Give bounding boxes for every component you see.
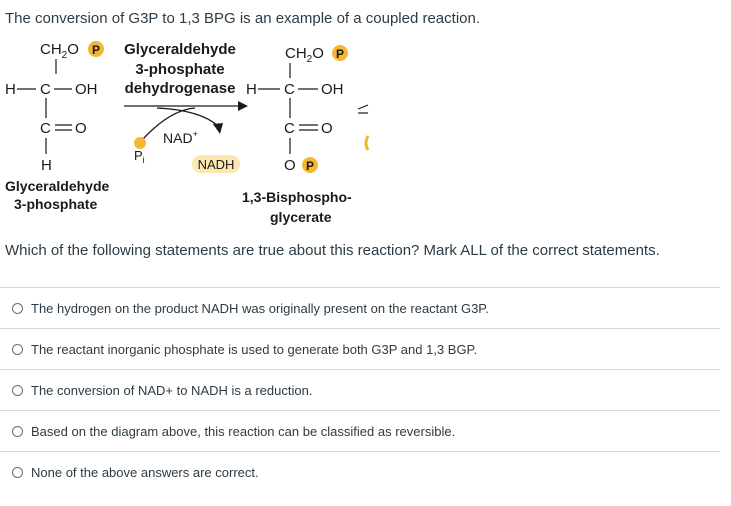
- product-h-left: H: [246, 81, 257, 98]
- reactant-h-bottom: H: [41, 157, 52, 174]
- product-name-line2: glycerate: [270, 209, 332, 225]
- checkbox[interactable]: [12, 385, 23, 396]
- reactant-ch2o: CH2O: [40, 41, 79, 61]
- checkbox[interactable]: [12, 344, 23, 355]
- answer-option[interactable]: The conversion of NAD+ to NADH is a redu…: [0, 369, 720, 410]
- product-o-ester: O: [284, 157, 296, 174]
- product-name-line1: 1,3-Bisphospho-: [242, 189, 352, 205]
- answer-label[interactable]: None of the above answers are correct.: [31, 465, 259, 480]
- enzyme-label: Glyceraldehyde 3-phosphate dehydrogenase: [124, 41, 236, 97]
- reactant-phosphate-label: P: [92, 43, 100, 57]
- reactant-oh: OH: [75, 81, 98, 98]
- reactant-structure: CH2O P H C OH C O H Glyceraldehyde 3-pho…: [5, 41, 109, 212]
- product-phosphate-top-label: P: [336, 47, 344, 61]
- product-ch2o: CH2O: [285, 45, 324, 65]
- nadh-label: NADH: [198, 157, 235, 172]
- product-phosphate-top: [332, 45, 348, 61]
- answer-label[interactable]: The reactant inorganic phosphate is used…: [31, 342, 478, 357]
- nadh-pill: [192, 155, 240, 173]
- reaction-diagram: CH2O P H C OH C O H Glyceraldehyde 3-pho…: [5, 41, 370, 225]
- product-oh: OH: [321, 81, 344, 98]
- answer-list: The hydrogen on the product NADH was ori…: [0, 287, 720, 492]
- enzyme-line2: 3-phosphate: [135, 61, 224, 78]
- answer-label[interactable]: The conversion of NAD+ to NADH is a redu…: [31, 383, 313, 398]
- answer-option[interactable]: Based on the diagram above, this reactio…: [0, 410, 720, 451]
- intro-text: The conversion of G3P to 1,3 BPG is an e…: [5, 10, 480, 27]
- checkbox[interactable]: [12, 467, 23, 478]
- product-phosphate-bottom-label: P: [306, 159, 314, 173]
- reactant-c-carbonyl: C: [40, 120, 51, 137]
- product-c-mid: C: [284, 81, 295, 98]
- reactant-c-mid: C: [40, 81, 51, 98]
- question-text: Which of the following statements are tr…: [5, 242, 660, 259]
- reactant-name-line1: Glyceraldehyde: [5, 178, 109, 194]
- product-c-carbonyl: C: [284, 120, 295, 137]
- answer-option[interactable]: None of the above answers are correct.: [0, 451, 720, 492]
- product-structure: CH2O P H C OH C O O P 1,3-Bisphospho- gl…: [242, 45, 352, 225]
- answer-label[interactable]: Based on the diagram above, this reactio…: [31, 424, 456, 439]
- checkbox[interactable]: [12, 303, 23, 314]
- enzyme-line1: Glyceraldehyde: [124, 41, 236, 58]
- answer-label[interactable]: The hydrogen on the product NADH was ori…: [31, 301, 489, 316]
- cropped-reverse-arrow: [357, 104, 370, 151]
- answer-option[interactable]: The hydrogen on the product NADH was ori…: [0, 287, 720, 328]
- reactant-name-line2: 3-phosphate: [14, 196, 97, 212]
- pi-label: Pi: [134, 148, 145, 165]
- enzyme-line3: dehydrogenase: [125, 80, 236, 97]
- nad-label: NAD+: [163, 129, 198, 146]
- product-o-carbonyl: O: [321, 120, 333, 137]
- checkbox[interactable]: [12, 426, 23, 437]
- reaction-arrow: [124, 101, 248, 140]
- reactant-phosphate-badge: [88, 41, 104, 57]
- product-phosphate-bottom: [302, 157, 318, 173]
- answer-option[interactable]: The reactant inorganic phosphate is used…: [0, 328, 720, 369]
- reactant-h-left: H: [5, 81, 16, 98]
- pi-dot: [134, 137, 146, 149]
- reactant-o-carbonyl: O: [75, 120, 87, 137]
